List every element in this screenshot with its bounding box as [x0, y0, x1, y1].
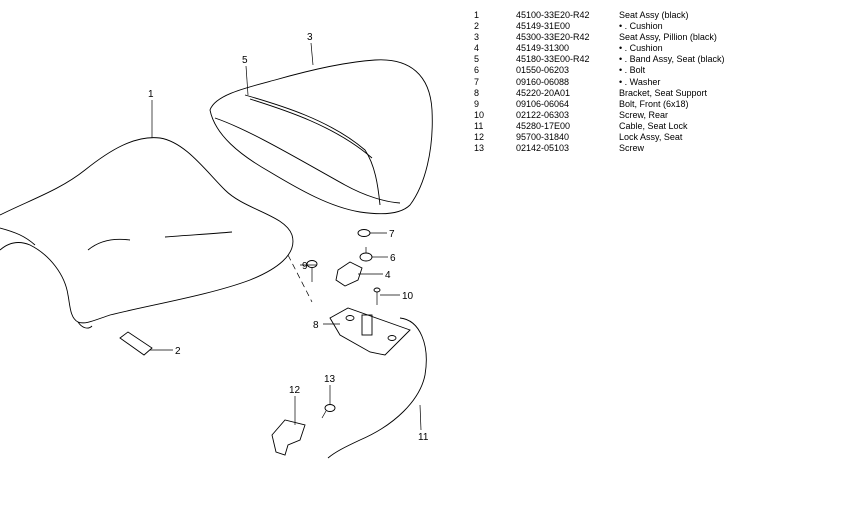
part-description: Seat Assy, Pillion (black) [619, 32, 717, 43]
parts-list-row: 10 02122-06303 Screw, Rear [474, 110, 725, 121]
parts-list-row: 1 45100-33E20-R42 Seat Assy (black) [474, 10, 725, 21]
parts-list-row: 11 45280-17E00 Cable, Seat Lock [474, 121, 725, 132]
parts-list: 1 45100-33E20-R42 Seat Assy (black) 2 45149-… [474, 10, 725, 154]
part-number: 95700-31840 [516, 132, 570, 143]
screw-13[interactable] [321, 404, 336, 419]
callout-4: 4 [385, 270, 391, 281]
callout-9: 9 [302, 261, 308, 272]
part-description: • . Cushion [619, 43, 663, 54]
callout-6: 6 [390, 253, 396, 264]
callout-13: 13 [324, 374, 336, 385]
part-number: 45100-33E20-R42 [516, 10, 590, 20]
part-description: • . Washer [619, 76, 661, 87]
parts-list-row: 2 45149-31E00 • . Cushion [474, 21, 725, 32]
parts-list-row: 3 45300-33E20-R42 Seat Assy, Pillion (blac… [474, 32, 725, 43]
lock-12[interactable] [271, 419, 306, 456]
part-number-index: 9 [474, 98, 480, 109]
part-number-index: 10 [474, 109, 485, 120]
bolt-9[interactable] [306, 260, 318, 283]
part-description: Screw, Rear [619, 109, 669, 120]
bracket-8[interactable] [329, 307, 411, 356]
part-number: 45300-33E20-R42 [516, 32, 590, 43]
bolt-6[interactable] [359, 247, 373, 262]
parts-list-row: 8 45220-20A01 Bracket, Seat Support [474, 88, 725, 99]
part-number-index: 12 [474, 132, 485, 143]
cushion-2[interactable] [119, 331, 153, 356]
pillion-seat[interactable] [209, 59, 433, 215]
part-description: • . Cushion [619, 21, 663, 32]
parts-list-row: 9 09106-06064 Bolt, Front (6x18) [474, 99, 725, 110]
parts-list-row: 7 09160-06088 • . Washer [474, 77, 725, 88]
callout-10: 10 [402, 291, 414, 302]
part-number: 45149-31E00 [516, 21, 571, 32]
parts-list-row: 12 95700-31840 Lock Assy, Seat [474, 132, 725, 143]
part-description: • . Bolt [619, 65, 646, 76]
screw-10[interactable] [373, 287, 381, 305]
part-number-index: 4 [474, 43, 480, 54]
part-number-index: 3 [474, 32, 480, 43]
part-number: 02122-06303 [516, 109, 570, 120]
callout-12: 12 [289, 385, 301, 396]
part-number-index: 8 [474, 87, 480, 98]
leader-lines [150, 42, 422, 431]
part-number: 09106-06064 [516, 98, 570, 109]
callout-5: 5 [242, 55, 248, 66]
washer-7[interactable] [357, 229, 371, 237]
part-description: • . Band Assy, Seat (black) [619, 54, 725, 65]
parts-list-row: 4 45149-31300 • . Cushion [474, 43, 725, 54]
part-number: 45280-17E00 [516, 120, 571, 131]
part-number-index: 13 [474, 143, 485, 154]
callout-7: 7 [389, 229, 395, 240]
part-number: 45180-33E00-R42 [516, 54, 590, 65]
callout-2: 2 [175, 346, 181, 357]
part-number-index: 6 [474, 65, 480, 76]
callout-11: 11 [418, 432, 429, 443]
part-number: 45220-20A01 [516, 87, 571, 98]
part-number-index: 1 [474, 10, 480, 20]
part-number: 45149-31300 [516, 43, 570, 54]
parts-list-row: 13 02142-05103 Screw [474, 143, 725, 154]
part-description: Bracket, Seat Support [619, 87, 708, 98]
parts-list-row: 5 45180-33E00-R42 • . Band Assy, Seat (bla… [474, 54, 725, 65]
cushion-4[interactable] [335, 261, 363, 287]
part-number: 01550-06203 [516, 65, 570, 76]
cable-11[interactable] [327, 317, 427, 459]
part-description: Lock Assy, Seat [619, 132, 683, 143]
callout-8: 8 [313, 320, 319, 331]
part-description: Bolt, Front (6x18) [619, 98, 689, 109]
callout-3: 3 [307, 32, 313, 43]
front-seat[interactable] [0, 137, 294, 329]
parts-list-row: 6 01550-06203 • . Bolt [474, 65, 725, 76]
part-number-index: 2 [474, 21, 480, 32]
part-description: Screw [619, 143, 645, 154]
part-number-index: 7 [474, 76, 480, 87]
part-number: 09160-06088 [516, 76, 570, 87]
part-description: Seat Assy (black) [619, 10, 689, 20]
callout-1: 1 [148, 89, 154, 100]
part-number-index: 11 [474, 120, 484, 131]
part-number: 02142-05103 [516, 143, 570, 154]
part-number-index: 5 [474, 54, 480, 65]
part-description: Cable, Seat Lock [619, 120, 688, 131]
